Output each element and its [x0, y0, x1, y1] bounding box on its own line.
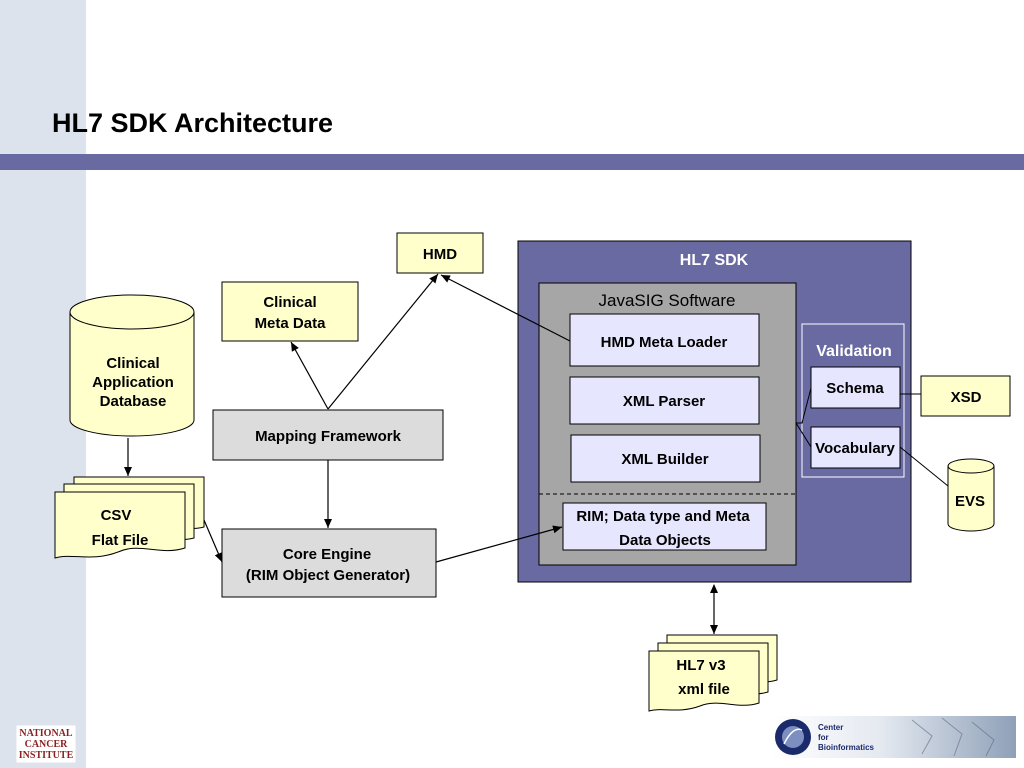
xml-parser-node: XML Parser — [569, 376, 760, 425]
clinical-app-db-line2: Application — [92, 374, 174, 391]
hl7v3-line2: xml file — [678, 681, 730, 698]
hmd-meta-loader-label: HMD Meta Loader — [601, 334, 728, 351]
loader-to-hmd-arrow — [440, 274, 571, 342]
mapping-framework-label: Mapping Framework — [255, 428, 402, 445]
hl7v3-xml-file-node: HL7 v3 xml file — [648, 634, 778, 712]
clinical-app-db-line3: Database — [100, 393, 167, 410]
hmd-node: HMD — [396, 232, 484, 274]
rim-data-objects-node: RIM; Data type and Meta Data Objects — [562, 502, 767, 551]
evs-node: EVS — [947, 458, 995, 532]
parser-to-schema-line — [796, 387, 812, 424]
core-engine-node: Core Engine (RIM Object Generator) — [221, 528, 437, 598]
clinical-meta-data-node: Clinical Meta Data — [221, 281, 359, 342]
evs-label: EVS — [955, 493, 985, 510]
core-to-rim-arrow — [435, 525, 563, 563]
vocabulary-label: Vocabulary — [815, 440, 895, 457]
hl7-sdk-label: HL7 SDK — [680, 252, 749, 269]
xsd-label: XSD — [951, 389, 982, 406]
javasig-label: JavaSIG Software — [598, 291, 735, 310]
xml-parser-label: XML Parser — [623, 393, 705, 410]
cbb-logo: Center for Bioinformatics — [772, 716, 1016, 758]
schema-label: Schema — [826, 380, 884, 397]
validation-label: Validation — [816, 343, 892, 360]
parser-to-vocabulary-line — [795, 422, 812, 448]
nci-logo: NATIONAL CANCER INSTITUTE — [16, 725, 76, 763]
schema-box — [810, 366, 901, 409]
slide-title: HL7 SDK Architecture — [52, 108, 334, 138]
rim-objects-line1: RIM; Data type and Meta — [576, 508, 750, 525]
xsd-node: XSD — [920, 375, 1011, 417]
vocabulary-box — [810, 426, 901, 469]
svg-text:CANCER: CANCER — [25, 739, 69, 750]
mapping-to-hmd-arrow — [327, 273, 439, 410]
flat-file-label: Flat File — [92, 532, 149, 549]
hmd-label: HMD — [423, 246, 457, 263]
validation-panel: Validation Schema Vocabulary — [801, 323, 905, 478]
svg-text:NATIONAL: NATIONAL — [19, 728, 72, 739]
svg-text:for: for — [818, 733, 829, 742]
vocabulary-to-evs-line — [899, 446, 949, 487]
csv-label: CSV — [101, 507, 132, 524]
clinical-app-db-line1: Clinical — [106, 355, 159, 372]
clinical-meta-data-line1: Clinical — [263, 294, 316, 311]
csv-to-core-arrow — [203, 519, 223, 563]
connectors — [124, 273, 949, 634]
mapping-to-clinical-meta-arrow — [290, 341, 329, 410]
csv-flat-file-node: CSV Flat File — [54, 476, 205, 559]
xml-builder-label: XML Builder — [621, 451, 708, 468]
rim-objects-line2: Data Objects — [619, 532, 711, 549]
svg-text:INSTITUTE: INSTITUTE — [19, 750, 74, 761]
svg-text:Center: Center — [818, 723, 843, 732]
xml-builder-node: XML Builder — [570, 434, 761, 483]
hl7v3-line1: HL7 v3 — [676, 657, 725, 674]
title-divider-bar — [0, 154, 1024, 170]
svg-text:Bioinformatics: Bioinformatics — [818, 743, 875, 752]
core-engine-line1: Core Engine — [283, 546, 371, 563]
mapping-framework-node: Mapping Framework — [212, 409, 444, 461]
core-engine-line2: (RIM Object Generator) — [246, 567, 410, 584]
clinical-app-database-node: Clinical Application Database — [69, 294, 195, 437]
hmd-meta-loader-node: HMD Meta Loader — [569, 313, 760, 367]
clinical-meta-data-line2: Meta Data — [255, 315, 327, 332]
